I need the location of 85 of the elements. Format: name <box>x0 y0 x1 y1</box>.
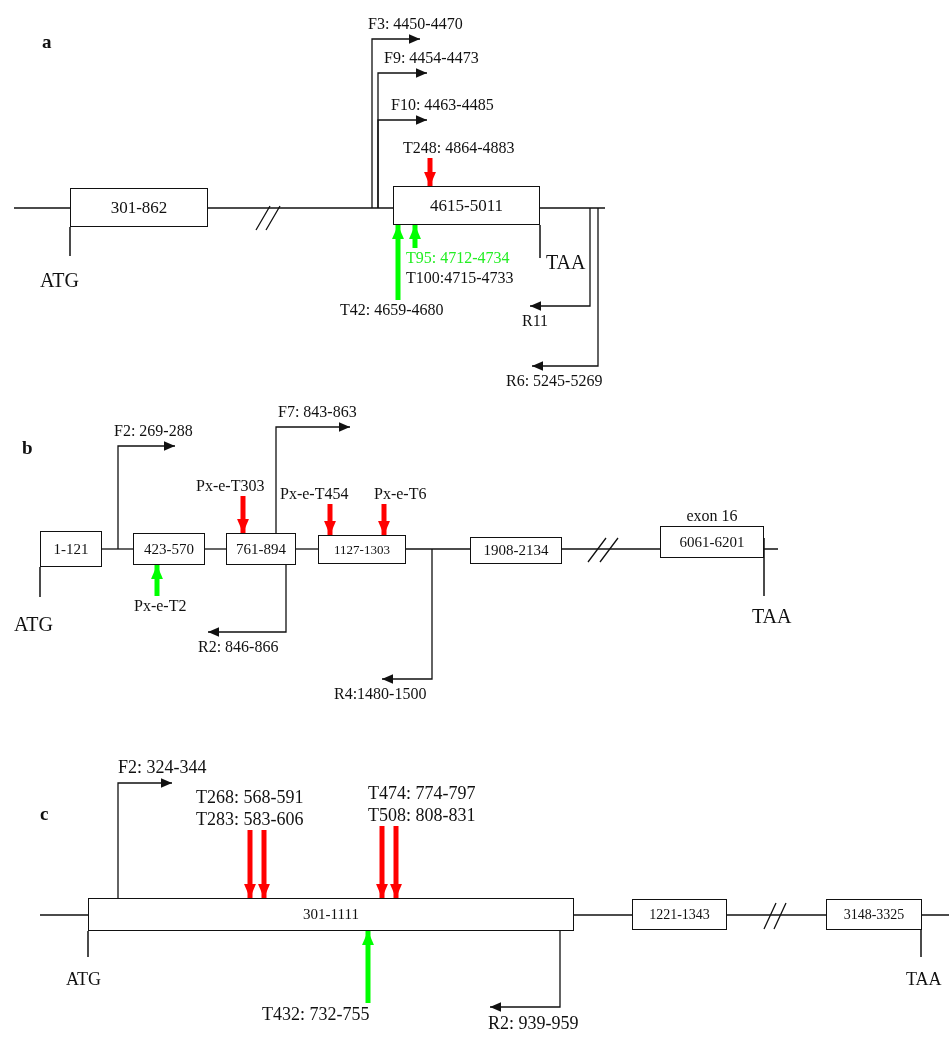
probe-label: Px-e-T454 <box>280 484 349 504</box>
primer-label: F2: 269-288 <box>114 421 193 441</box>
probe-arrow <box>376 826 388 898</box>
intron-line <box>726 914 827 916</box>
probe-arrow <box>409 225 421 248</box>
exon-range: 3148-3325 <box>843 907 905 922</box>
primer-label: F3: 4450-4470 <box>368 14 463 34</box>
probe-arrow <box>392 225 404 300</box>
exon-range: 1221-1343 <box>649 907 710 922</box>
exon-range: 423-570 <box>144 541 194 557</box>
primer-arrow <box>371 34 421 209</box>
panel-letter: a <box>42 30 52 53</box>
probe-arrow <box>362 931 374 1003</box>
codon-label: TAA <box>752 604 792 628</box>
probe-label: T100:4715-4733 <box>406 268 514 288</box>
panel-letter: b <box>22 436 33 459</box>
probe-label: Px-e-T6 <box>374 484 427 504</box>
intron-line <box>561 548 661 550</box>
exon-box <box>826 899 922 930</box>
primer-arrow <box>117 441 176 550</box>
intron-line <box>405 548 471 550</box>
probe-arrow <box>390 826 402 898</box>
primer-arrow <box>207 564 287 637</box>
exon-box <box>70 188 208 227</box>
probe-label: T283: 583-606 <box>196 808 304 830</box>
primer-label: R6: 5245-5269 <box>506 371 603 391</box>
probe-arrow <box>378 504 390 535</box>
primer-label: R4:1480-1500 <box>334 684 427 704</box>
codon-label: ATG <box>66 968 101 990</box>
primer-label: R11 <box>522 311 549 331</box>
codon-label: ATG <box>40 268 79 292</box>
probe-arrow <box>237 496 249 533</box>
exon-box <box>632 899 727 930</box>
exon-box <box>133 533 205 565</box>
primer-arrow <box>381 548 433 684</box>
exon-range: 6061-6201 <box>679 534 745 550</box>
intron-line <box>101 548 134 550</box>
codon-label: ATG <box>14 612 53 636</box>
primer-label: R2: 846-866 <box>198 637 279 657</box>
exon-range: 1127-1303 <box>334 543 390 556</box>
exon-range: 301-1111 <box>303 907 359 922</box>
exon-range: 4615-5011 <box>430 197 503 214</box>
primer-arrow <box>531 207 599 371</box>
primer-label: F7: 843-863 <box>278 402 357 422</box>
exon-range: 761-894 <box>236 541 286 557</box>
probe-label: T432: 732-755 <box>262 1003 370 1025</box>
exon-box <box>40 531 102 567</box>
exon-heading: exon 16 <box>686 506 738 526</box>
probe-label: Px-e-T2 <box>134 596 187 616</box>
exon-box <box>318 535 406 564</box>
panel-letter: c <box>40 802 49 825</box>
primer-label: R2: 939-959 <box>488 1012 579 1034</box>
probe-label: T248: 4864-4883 <box>403 138 515 158</box>
probe-arrow <box>324 504 336 535</box>
primer-label: F2: 324-344 <box>118 756 207 778</box>
probe-arrow <box>258 830 270 898</box>
primer-arrow <box>377 115 428 209</box>
probe-label: T268: 568-591 <box>196 786 304 808</box>
probe-arrow <box>424 158 436 186</box>
probe-label: T508: 808-831 <box>368 804 476 826</box>
primer-label: F10: 4463-4485 <box>391 95 494 115</box>
probe-arrow <box>151 565 163 596</box>
probe-label: T474: 774-797 <box>368 782 476 804</box>
intron-line <box>207 207 394 209</box>
intron-line <box>295 548 319 550</box>
exon-range: 301-862 <box>110 199 168 216</box>
probe-arrow <box>244 830 256 898</box>
exon-box <box>88 898 574 931</box>
probe-label: Px-e-T303 <box>196 476 265 496</box>
probe-label: T42: 4659-4680 <box>340 300 444 320</box>
intron-line <box>573 914 633 916</box>
exon-range: 1908-2134 <box>483 543 549 558</box>
probe-label: T95: 4712-4734 <box>406 248 510 268</box>
primer-arrow <box>275 422 351 534</box>
primer-arrow <box>489 930 561 1012</box>
exon-range: 1-121 <box>53 541 89 557</box>
codon-label: TAA <box>546 250 586 274</box>
exon-box <box>226 533 296 565</box>
primer-arrow <box>529 207 591 311</box>
primer-label: F9: 4454-4473 <box>384 48 479 68</box>
codon-label: TAA <box>906 968 942 990</box>
exon-box <box>393 186 540 225</box>
exon-box <box>470 537 562 564</box>
intron-line <box>204 548 227 550</box>
primer-arrow <box>117 778 173 899</box>
